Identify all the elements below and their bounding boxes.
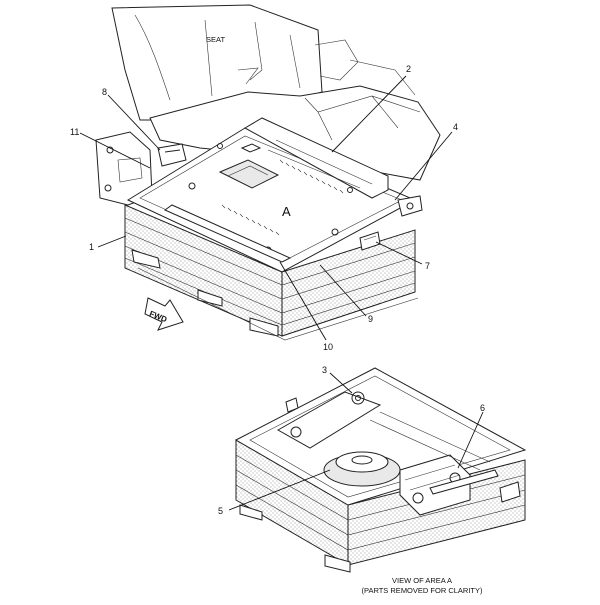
callout-7: 7 <box>425 261 430 271</box>
base-plate <box>131 249 419 341</box>
view-caption-line2: (PARTS REMOVED FOR CLARITY) <box>362 586 483 595</box>
right-controls <box>359 195 423 251</box>
callout-11: 11 <box>70 127 79 137</box>
callout-8: 8 <box>102 87 107 97</box>
area-a-label: A <box>282 204 291 219</box>
rail-teeth <box>221 159 344 236</box>
callout-9: 9 <box>368 314 373 324</box>
seat-label: SEAT <box>206 35 225 44</box>
top-seat-assembly: SEAT A FWD 2 4 8 11 1 7 9 10 <box>70 4 458 352</box>
callout-3: 3 <box>322 365 327 375</box>
callout-5: 5 <box>218 506 223 516</box>
callout-4: 4 <box>453 122 458 132</box>
callout-lines-top <box>79 75 453 341</box>
view-caption-line1: VIEW OF AREA A <box>392 576 452 585</box>
left-lever <box>157 143 187 167</box>
callout-10: 10 <box>323 342 333 352</box>
callout-6: 6 <box>480 403 485 413</box>
fwd-arrow <box>144 297 184 331</box>
detail-view-area-a: 3 6 5 VIEW OF AREA A (PARTS REMOVED FOR … <box>218 365 527 595</box>
callout-1: 1 <box>89 242 94 252</box>
top-plate <box>126 117 417 273</box>
callout-2: 2 <box>406 64 411 74</box>
